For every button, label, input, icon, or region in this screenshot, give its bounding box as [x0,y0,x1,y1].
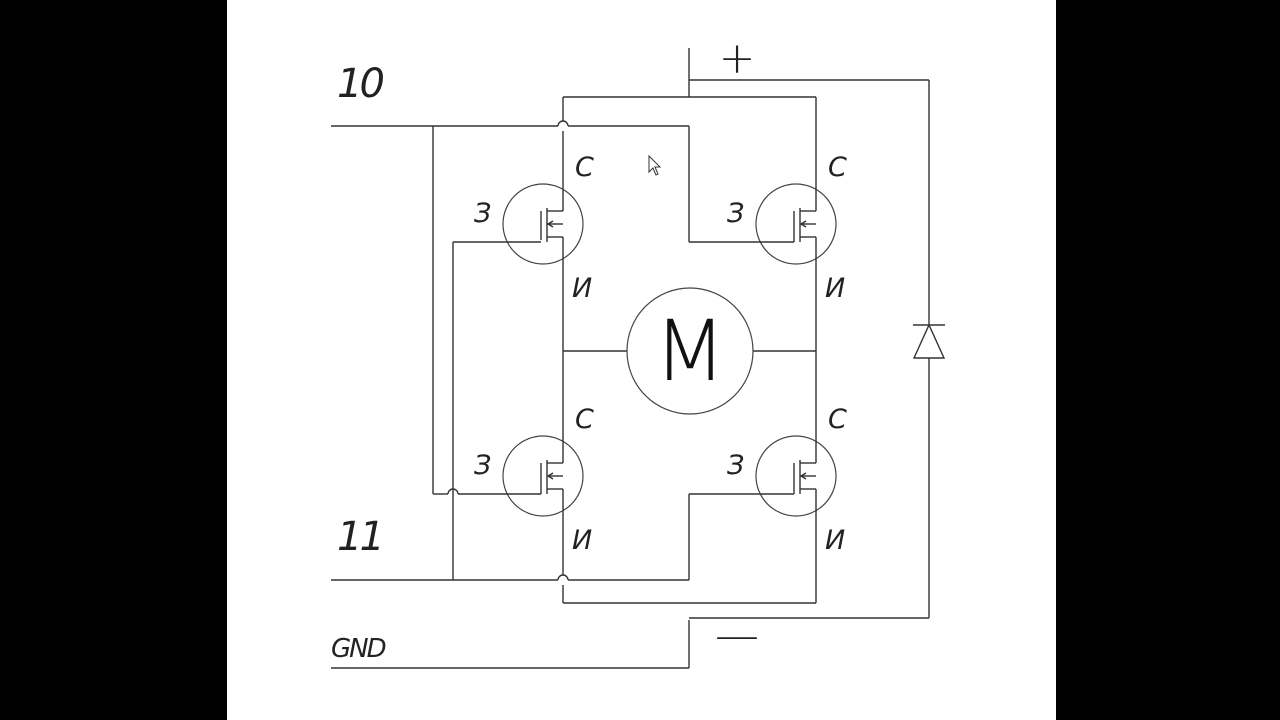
input-11-wiring [331,241,756,581]
q4-drain-label: С [828,404,847,435]
q1-drain-label: С [575,152,594,183]
q2-source-label: И [825,273,845,304]
gnd-label: GND [331,634,386,664]
q2-drain-label: С [828,152,847,183]
mouse-cursor-icon [648,154,662,176]
power-supply [688,48,929,668]
q1-source-label: И [572,273,592,304]
motor-label: M [654,302,726,400]
diode-triangle [912,323,946,359]
motor-circle [626,287,754,415]
transistor-bottom-left [502,435,584,517]
transistor-top-right [755,183,837,265]
transistor-top-left [502,183,584,265]
transistor-bottom-right [755,435,837,517]
q1-gate-label: З [474,198,491,229]
plus-label: + [719,33,756,84]
q4-source-label: И [825,525,845,556]
bridge-frame [562,96,817,604]
q2-gate-label: З [727,198,744,229]
drawing-canvas: M [227,0,1056,720]
q4-gate-label: З [727,450,744,481]
minus-label: — [715,610,759,661]
motor: M [563,287,816,415]
flyback-diode [912,80,946,618]
q3-drain-label: С [575,404,594,435]
q3-gate-label: З [474,450,491,481]
q3-source-label: И [572,525,592,556]
h-bridge-schematic: M [331,33,946,669]
input-10-label: 10 [337,61,383,107]
input-10-wiring [331,120,756,495]
input-11-label: 11 [337,514,382,560]
